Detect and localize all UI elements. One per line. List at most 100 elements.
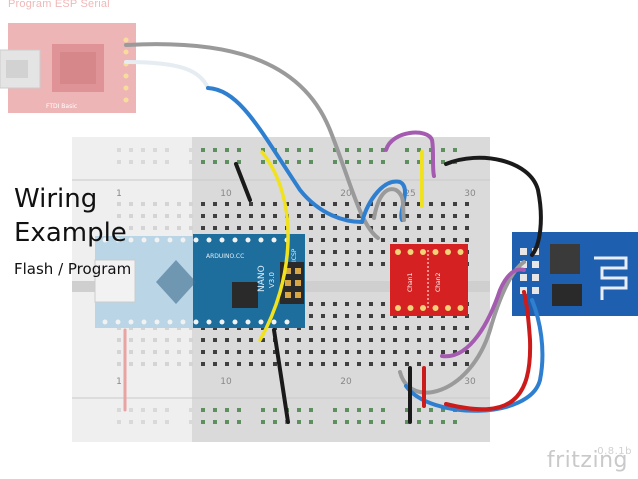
main-hole [369,262,373,266]
wire-blue-ftdi [206,86,364,224]
main-hole [141,362,145,366]
main-hole [213,362,217,366]
wire-red-esp [444,290,533,412]
nano-pin-bottom [154,319,160,325]
nano-pin-bottom [180,319,186,325]
main-hole [249,202,253,206]
icsp-pin [295,292,301,298]
ls-chan1-label: Chan1 [407,273,414,292]
main-hole [441,202,445,206]
rail-hole [261,420,265,424]
main-hole [441,214,445,218]
main-hole [453,326,457,330]
rail-hole [153,420,157,424]
rail-hole [369,420,373,424]
main-hole [189,214,193,218]
col-num-10-bottom: 10 [220,377,232,387]
ftdi-label: FTDI Basic [46,103,77,110]
main-hole [153,202,157,206]
rail-hole [405,160,409,164]
main-hole [453,238,457,242]
main-hole [297,362,301,366]
main-hole [393,238,397,242]
main-hole [417,362,421,366]
main-hole [309,250,313,254]
main-hole [441,238,445,242]
rail-hole [213,408,217,412]
main-hole [357,314,361,318]
main-hole [321,262,325,266]
rail-hole [357,148,361,152]
wire-light-ftdi [124,60,210,90]
nano-pin-bottom [193,319,199,325]
rail-hole [357,160,361,164]
main-hole [393,202,397,206]
nano-pin-top [193,237,199,243]
rail-hole [189,148,193,152]
rail-hole [417,420,421,424]
rail-hole [153,148,157,152]
main-hole [225,362,229,366]
rail-hole [345,420,349,424]
main-hole [465,226,469,230]
main-hole [429,326,433,330]
level-shifter-pins [395,249,464,311]
wire-gray-loop [372,187,406,222]
main-hole [273,350,277,354]
rail-hole [237,160,241,164]
main-hole [213,338,217,342]
main-hole [201,214,205,218]
rail-hole [213,148,217,152]
rail-hole [213,420,217,424]
rail-hole [405,420,409,424]
rail-hole [237,420,241,424]
main-hole [321,314,325,318]
arduino-version: V3.0 [268,272,276,288]
nano-pin-top [206,237,212,243]
esp-pin [520,248,527,255]
rail-hole [297,160,301,164]
main-hole [381,202,385,206]
main-hole [177,350,181,354]
main-hole [117,350,121,354]
nano-pin-top [245,237,251,243]
ls-pin-bottom [457,305,464,311]
main-hole [393,214,397,218]
main-hole [393,338,397,342]
main-hole [393,362,397,366]
arduino-usb [94,259,136,303]
wire-black-diag [234,162,252,202]
ftdi-title: Program ESP Serial [8,0,110,10]
caption: Wiring Example Flash / Program [14,182,131,282]
main-hole [261,350,265,354]
main-hole [429,214,433,218]
esp-pin [532,261,539,268]
rail-hole [441,148,445,152]
ls-pin-top [407,249,414,255]
nano-pin-bottom [271,319,277,325]
main-hole [333,202,337,206]
main-hole [333,338,337,342]
main-hole [429,338,433,342]
main-hole [453,338,457,342]
wire-gray-ftdi [124,42,380,240]
rail-hole [141,420,145,424]
main-hole [189,350,193,354]
ftdi-pin [123,97,129,103]
main-hole [381,350,385,354]
rail-hole [453,420,457,424]
main-hole [285,350,289,354]
rail-hole [453,148,457,152]
rail-hole [165,408,169,412]
ls-pin-bottom [395,305,401,311]
level-shifter-pcb [390,244,468,316]
main-hole [333,350,337,354]
main-hole [381,262,385,266]
main-hole [129,350,133,354]
main-hole [345,262,349,266]
main-hole [465,238,469,242]
rail-hole [189,160,193,164]
main-hole [345,226,349,230]
rail-hole [417,160,421,164]
